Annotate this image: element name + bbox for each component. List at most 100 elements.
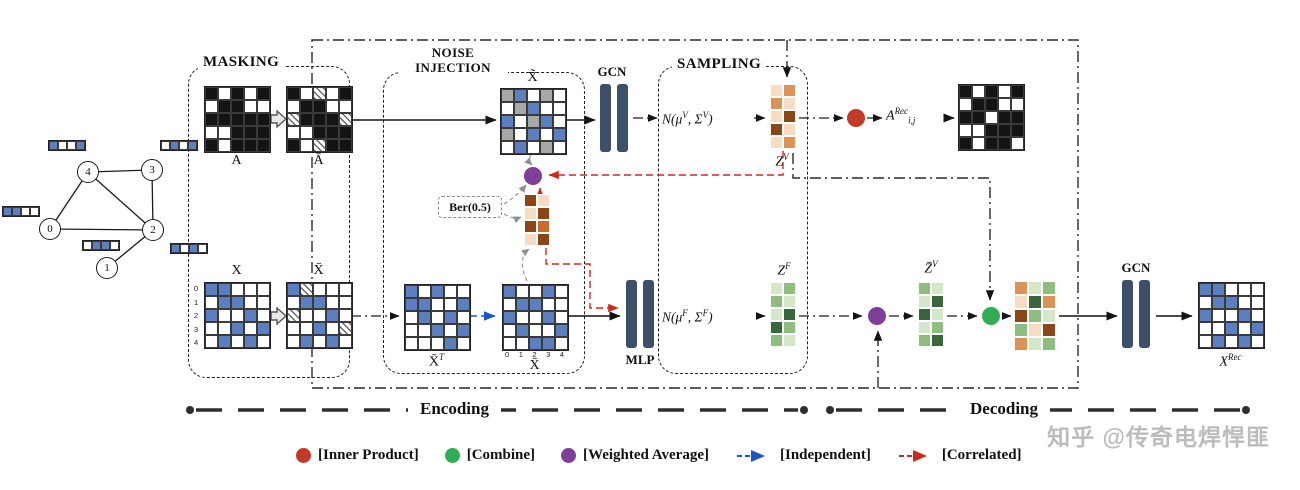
matrix-cell [405, 311, 418, 324]
matrix-cell [1011, 124, 1024, 137]
mask-arrow-icons [270, 109, 288, 326]
mlp-label: MLP [625, 352, 655, 367]
legend-label-correlated: [Correlated] [941, 447, 1022, 463]
matrix-cell [959, 111, 972, 124]
matrix-cell [1011, 137, 1024, 150]
matrix-cell [542, 298, 555, 311]
matrix-cell [516, 298, 529, 311]
matrix-cell [179, 141, 188, 150]
matrix-cell [76, 141, 85, 150]
matrix-cell [524, 207, 537, 220]
graph-node-3: 3 [141, 159, 163, 181]
label-X: X [231, 263, 242, 278]
label-X-rec: XRec [1219, 352, 1242, 370]
matrix-cell [287, 139, 300, 152]
matrix-cell [1028, 295, 1042, 309]
matrix-cell [1014, 309, 1028, 323]
matrix-cell [1199, 309, 1212, 322]
matrix-cell [998, 111, 1011, 124]
matrix-cell [257, 335, 270, 348]
matrix-cell [972, 98, 985, 111]
graph-node-0: 0 [39, 218, 61, 240]
matrix-cell [326, 87, 339, 100]
noise-injection-title-line1: NOISE [431, 45, 475, 60]
label-X-masked-T: X̄T [428, 352, 445, 370]
matrix-cell [553, 102, 566, 115]
matrix-cell [501, 128, 514, 141]
mask-arrow-icon-top [270, 109, 288, 129]
matrix-cell [444, 324, 457, 337]
matrix-cell [931, 321, 944, 334]
matrix-cell [770, 110, 783, 123]
matrix-cell [918, 321, 931, 334]
mask-arrow-icon-bottom [270, 306, 288, 326]
matrix-cell [313, 335, 326, 348]
matrix-cell [542, 285, 555, 298]
matrix-cell [21, 207, 30, 216]
matrix-cell [985, 111, 998, 124]
weighted-average-circle-top [524, 167, 542, 185]
matrix-cell [931, 295, 944, 308]
matrix-cell [244, 87, 257, 100]
permuted-masked-feature-matrix [502, 284, 569, 351]
latent-feature-matrix [770, 282, 796, 347]
matrix-cell [770, 84, 783, 97]
matrix-cell [514, 102, 527, 115]
matrix-cell [444, 337, 457, 350]
matrix-cell [244, 283, 257, 296]
matrix-cell [244, 126, 257, 139]
matrix-cell [516, 337, 529, 350]
matrix-cell [1042, 281, 1056, 295]
label-distribution-v: N(μV, ΣV) [662, 110, 713, 127]
matrix-cell [300, 309, 313, 322]
matrix-cell [300, 100, 313, 113]
weighted-average-dot-icon [561, 448, 577, 463]
matrix-cell [287, 126, 300, 139]
matrix-cell [257, 296, 270, 309]
combine-dot-icon [444, 448, 460, 463]
matrix-cell [972, 137, 985, 150]
matrix-cell [244, 309, 257, 322]
matrix-cell [110, 241, 119, 250]
label-A-rec: AReci,j [886, 106, 916, 126]
matrix-cell [326, 309, 339, 322]
matrix-cell [231, 335, 244, 348]
matrix-cell [231, 283, 244, 296]
matrix-cell [770, 97, 783, 110]
matrix-cell [918, 282, 931, 295]
matrix-cell [218, 296, 231, 309]
matrix-cell [524, 233, 537, 246]
matrix-cell [205, 309, 218, 322]
matrix-cell [542, 324, 555, 337]
matrix-cell [555, 337, 568, 350]
matrix-cell [1225, 322, 1238, 335]
matrix-cell [218, 322, 231, 335]
matrix-cell [516, 285, 529, 298]
matrix-cell [514, 141, 527, 154]
matrix-cell [527, 89, 540, 102]
matrix-cell [555, 298, 568, 311]
matrix-cell [770, 334, 783, 347]
weighted-average-circle-bottom [868, 307, 886, 325]
matrix-cell [313, 139, 326, 152]
matrix-cell [326, 322, 339, 335]
matrix-cell [257, 126, 270, 139]
matrix-cell [339, 139, 352, 152]
matrix-cell [529, 337, 542, 350]
legend-item-correlated: [Correlated] [897, 447, 1022, 464]
matrix-cell [503, 285, 516, 298]
matrix-cell [287, 87, 300, 100]
bernoulli-noise-matrix [524, 194, 550, 246]
matrix-cell [218, 113, 231, 126]
matrix-cell [540, 141, 553, 154]
encoding-phase-label: Encoding [408, 399, 501, 419]
matrix-cell [300, 139, 313, 152]
matrix-cell [503, 324, 516, 337]
matrix-cell [985, 137, 998, 150]
matrix-cell [931, 334, 944, 347]
matrix-cell [553, 115, 566, 128]
matrix-cell [770, 321, 783, 334]
matrix-cell [1225, 283, 1238, 296]
matrix-cell [783, 97, 796, 110]
matrix-cell [1014, 337, 1028, 351]
